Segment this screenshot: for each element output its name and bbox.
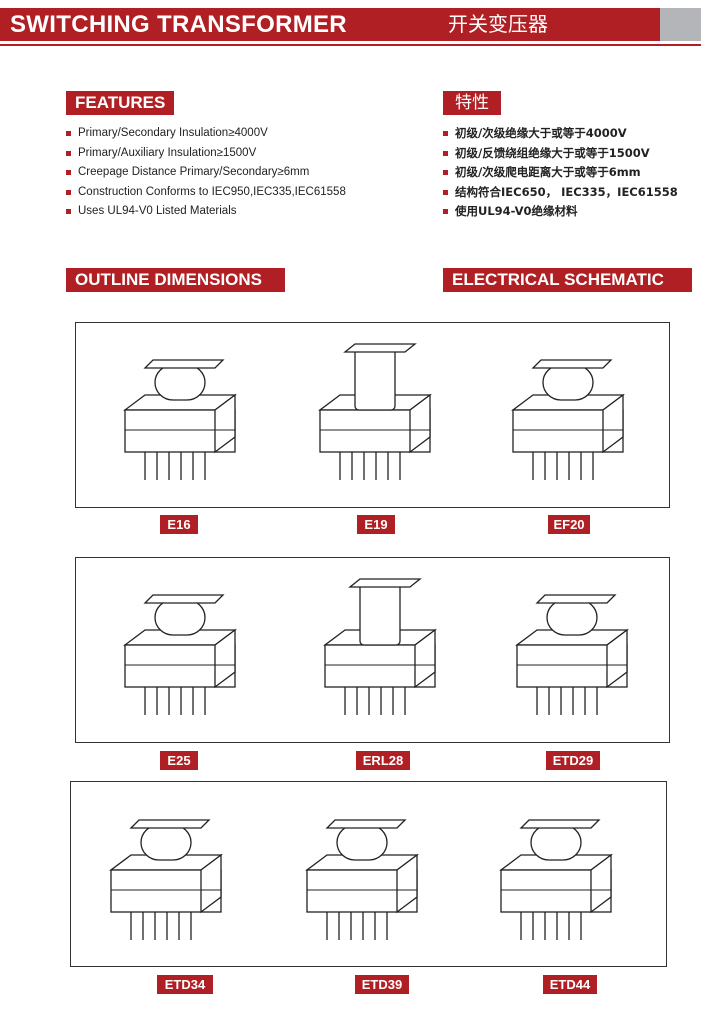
feature-text: Primary/Secondary Insulation≥4000V bbox=[78, 127, 268, 139]
model-label-e19: E19 bbox=[357, 515, 395, 534]
list-item: 使用UL94-V0绝缘材料 bbox=[443, 202, 678, 222]
bullet-icon bbox=[66, 189, 71, 195]
outline-dimensions-heading: OUTLINE DIMENSIONS bbox=[66, 268, 285, 292]
transformer-illustration-e16 bbox=[105, 340, 255, 495]
bullet-icon bbox=[443, 131, 448, 137]
features-list: Primary/Secondary Insulation≥4000V Prima… bbox=[66, 124, 346, 222]
model-label-etd39: ETD39 bbox=[355, 975, 409, 994]
list-item: Creepage Distance Primary/Secondary≥6mm bbox=[66, 163, 346, 183]
feature-text: 初级/次级爬电距离大于或等于6mm bbox=[455, 165, 641, 179]
feature-text: Uses UL94-V0 Listed Materials bbox=[78, 205, 237, 217]
feature-text: Primary/Auxiliary Insulation≥1500V bbox=[78, 146, 257, 159]
bullet-icon bbox=[443, 170, 448, 176]
bullet-icon bbox=[443, 189, 448, 195]
list-item: 结构符合IEC650， IEC335，IEC61558 bbox=[443, 183, 678, 203]
list-item: 初级/反馈绕组绝缘大于或等于1500V bbox=[443, 144, 678, 164]
model-label-ef20: EF20 bbox=[548, 515, 590, 534]
model-label-etd34: ETD34 bbox=[157, 975, 213, 994]
page-title-cn: 开关变压器 bbox=[448, 12, 548, 36]
list-item: Construction Conforms to IEC950,IEC335,I… bbox=[66, 183, 346, 203]
header-bar bbox=[0, 8, 660, 41]
feature-text: 使用UL94-V0绝缘材料 bbox=[455, 204, 578, 218]
transformer-illustration-e19 bbox=[300, 340, 450, 495]
feature-text: 初级/次级绝缘大于或等于4000V bbox=[455, 126, 627, 140]
bullet-icon bbox=[443, 150, 448, 156]
page-title: SWITCHING TRANSFORMER bbox=[10, 11, 347, 38]
model-label-etd29: ETD29 bbox=[546, 751, 600, 770]
header-divider bbox=[0, 44, 701, 46]
model-label-e25: E25 bbox=[160, 751, 198, 770]
bullet-icon bbox=[66, 150, 71, 156]
feature-text: Construction Conforms to IEC950,IEC335,I… bbox=[78, 185, 346, 198]
transformer-illustration-etd29 bbox=[497, 575, 647, 730]
transformer-illustration-ef20 bbox=[493, 340, 643, 495]
list-item: 初级/次级绝缘大于或等于4000V bbox=[443, 124, 678, 144]
model-label-e16: E16 bbox=[160, 515, 198, 534]
feature-text: Creepage Distance Primary/Secondary≥6mm bbox=[78, 166, 310, 178]
features-heading: FEATURES bbox=[66, 91, 175, 115]
model-label-etd44: ETD44 bbox=[543, 975, 597, 994]
bullet-icon bbox=[66, 170, 71, 176]
bullet-icon bbox=[66, 209, 71, 215]
bullet-icon bbox=[66, 131, 71, 137]
bullet-icon bbox=[443, 209, 448, 215]
list-item: 初级/次级爬电距离大于或等于6mm bbox=[443, 163, 678, 183]
list-item: Primary/Auxiliary Insulation≥1500V bbox=[66, 144, 346, 164]
model-label-erl28: ERL28 bbox=[356, 751, 410, 770]
features-cn-heading: 特性 bbox=[443, 91, 501, 115]
features-cn-list: 初级/次级绝缘大于或等于4000V 初级/反馈绕组绝缘大于或等于1500V 初级… bbox=[443, 124, 678, 222]
header-gray-tab bbox=[660, 8, 701, 41]
feature-text: 初级/反馈绕组绝缘大于或等于1500V bbox=[455, 145, 650, 160]
transformer-illustration-e25 bbox=[105, 575, 255, 730]
electrical-schematic-heading: ELECTRICAL SCHEMATIC bbox=[443, 268, 692, 292]
transformer-illustration-etd39 bbox=[287, 800, 437, 955]
transformer-illustration-erl28 bbox=[305, 575, 455, 730]
transformer-illustration-etd34 bbox=[91, 800, 241, 955]
list-item: Uses UL94-V0 Listed Materials bbox=[66, 202, 346, 222]
transformer-illustration-etd44 bbox=[481, 800, 631, 955]
list-item: Primary/Secondary Insulation≥4000V bbox=[66, 124, 346, 144]
feature-text: 结构符合IEC650， IEC335，IEC61558 bbox=[455, 184, 678, 199]
